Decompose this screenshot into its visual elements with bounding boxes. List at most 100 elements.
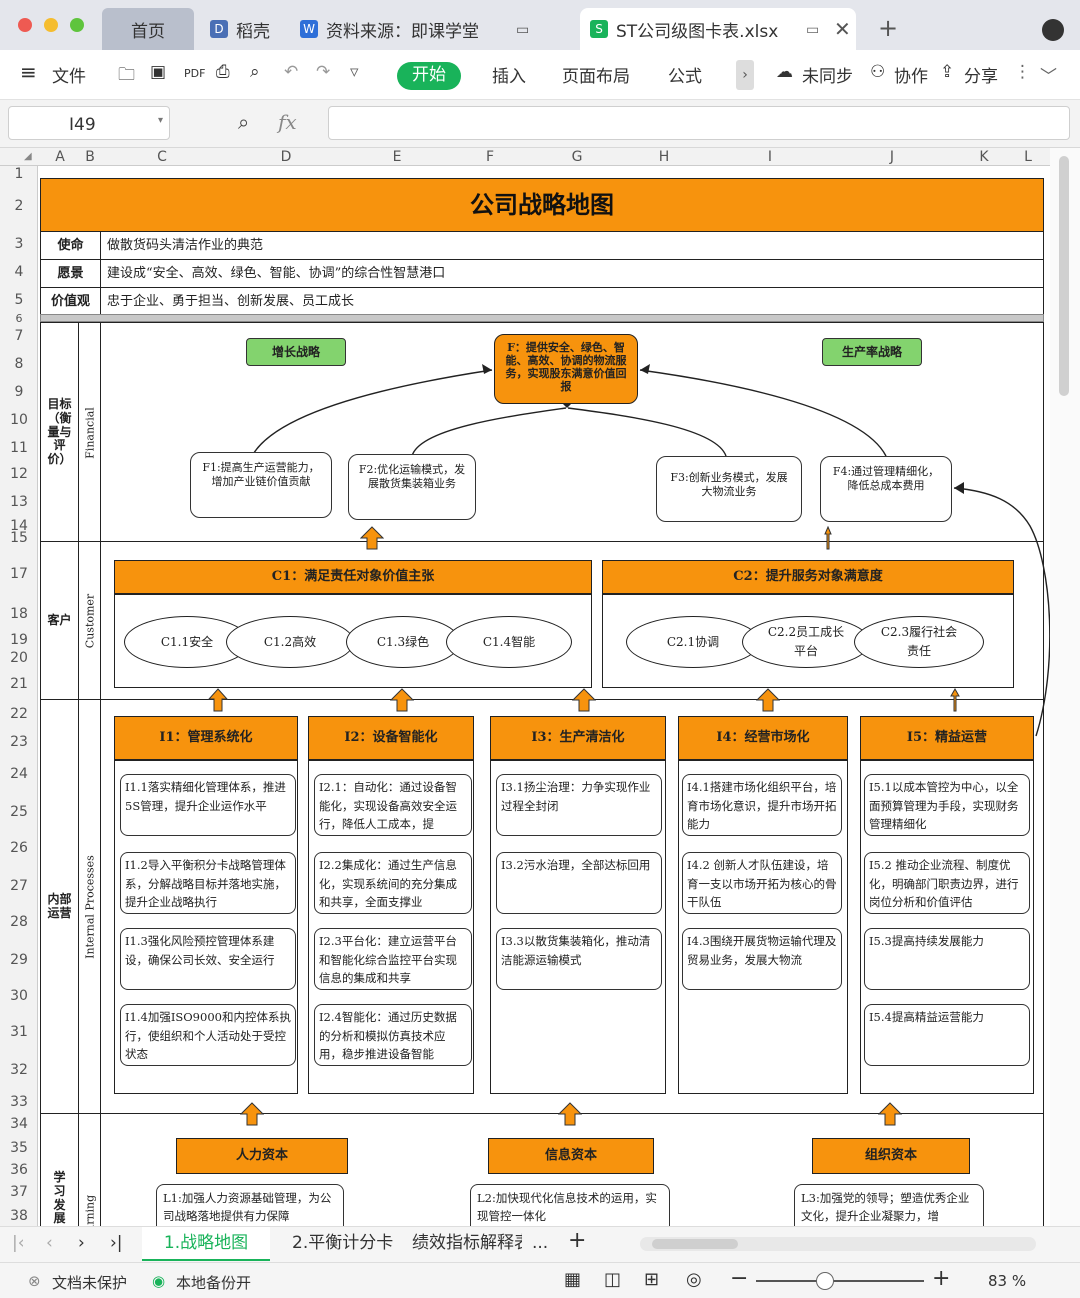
last-sheet-icon[interactable]: ›| bbox=[110, 1233, 123, 1253]
vertical-scrollbar[interactable] bbox=[1050, 148, 1080, 1226]
name-box[interactable]: I49▾ bbox=[8, 106, 170, 140]
row-header[interactable]: 24 bbox=[10, 766, 28, 782]
fx-icon[interactable]: fx bbox=[278, 110, 297, 134]
more-sheets-button[interactable]: ... bbox=[532, 1233, 549, 1253]
row-header[interactable]: 1 bbox=[14, 166, 24, 182]
maximize-window-button[interactable] bbox=[70, 18, 84, 32]
row-header[interactable]: 3 bbox=[14, 236, 24, 252]
row-header[interactable]: 33 bbox=[10, 1094, 28, 1110]
col-i[interactable]: I bbox=[767, 149, 773, 165]
row-header[interactable]: 34 bbox=[10, 1116, 28, 1132]
add-sheet-icon[interactable]: + bbox=[568, 1228, 587, 1253]
row-header[interactable]: 25 bbox=[10, 804, 28, 820]
menu-file[interactable]: 文件 bbox=[52, 67, 86, 87]
row-header[interactable]: 14 bbox=[10, 518, 28, 534]
col-e[interactable]: E bbox=[392, 149, 402, 165]
menu-share[interactable]: 分享 bbox=[964, 67, 998, 87]
eye-protect-icon[interactable]: ◎ bbox=[686, 1269, 702, 1290]
zoom-in-icon[interactable]: + bbox=[932, 1266, 951, 1291]
redo-icon[interactable]: ↷ bbox=[316, 62, 331, 82]
save-icon[interactable]: ▣ bbox=[150, 62, 167, 82]
col-g[interactable]: G bbox=[571, 149, 583, 165]
close-window-button[interactable] bbox=[18, 18, 32, 32]
row-header[interactable]: 8 bbox=[14, 356, 24, 372]
sheet-tab-scorecard[interactable]: 2.平衡计分卡 bbox=[292, 1233, 394, 1253]
col-a[interactable]: A bbox=[55, 149, 65, 165]
row-header[interactable]: 37 bbox=[10, 1184, 28, 1200]
col-c[interactable]: C bbox=[157, 149, 167, 165]
print-icon[interactable]: ⎙ bbox=[216, 62, 230, 82]
row-header[interactable]: 36 bbox=[10, 1162, 28, 1178]
menu-start[interactable]: 开始 bbox=[397, 62, 461, 90]
row-header[interactable]: 28 bbox=[10, 914, 28, 930]
row-header[interactable]: 31 bbox=[10, 1024, 28, 1040]
more-quick-icon[interactable]: ▿ bbox=[350, 62, 359, 82]
monitor-icon[interactable]: ▭ bbox=[516, 22, 530, 38]
sheet-tab-kpi[interactable]: 绩效指标解释表 bbox=[412, 1233, 522, 1253]
row-header[interactable]: 4 bbox=[14, 264, 24, 280]
row-header[interactable]: 11 bbox=[10, 440, 28, 456]
sync-status[interactable]: 未同步 bbox=[802, 67, 853, 87]
open-icon[interactable]: 🗀 bbox=[118, 65, 135, 85]
row-header[interactable]: 23 bbox=[10, 734, 28, 750]
row-header[interactable]: 2 bbox=[14, 198, 24, 214]
col-d[interactable]: D bbox=[280, 149, 292, 165]
row-header[interactable]: 30 bbox=[10, 988, 28, 1004]
menu-page-layout[interactable]: 页面布局 bbox=[562, 67, 630, 87]
minimize-window-button[interactable] bbox=[44, 18, 58, 32]
row-header[interactable]: 26 bbox=[10, 840, 28, 856]
row-header[interactable]: 29 bbox=[10, 952, 28, 968]
sheet-tab-strategy-map[interactable]: 1.战略地图 bbox=[142, 1227, 270, 1261]
row-header[interactable]: 21 bbox=[10, 676, 28, 692]
normal-view-icon[interactable]: ▦ bbox=[564, 1269, 582, 1290]
row-header[interactable]: 13 bbox=[10, 494, 28, 510]
col-h[interactable]: H bbox=[658, 149, 670, 165]
row-header[interactable]: 19 bbox=[10, 632, 28, 648]
zoom-out-icon[interactable]: − bbox=[730, 1266, 749, 1291]
col-b[interactable]: B bbox=[85, 149, 95, 165]
more-icon[interactable]: ⋮ bbox=[1014, 62, 1031, 82]
name-box-dropdown-icon[interactable]: ▾ bbox=[157, 115, 163, 126]
hamburger-icon[interactable]: ≡ bbox=[20, 60, 37, 84]
vertical-scroll-thumb[interactable] bbox=[1059, 156, 1069, 396]
tab-close-icon[interactable]: ✕ bbox=[834, 17, 851, 41]
menu-insert[interactable]: 插入 bbox=[492, 67, 526, 87]
row-header[interactable]: 5 bbox=[14, 292, 24, 308]
first-sheet-icon[interactable]: |‹ bbox=[12, 1233, 25, 1253]
collapse-ribbon-icon[interactable]: ﹀ bbox=[1040, 67, 1057, 87]
doc-protect-status[interactable]: 文档未保护 bbox=[52, 1274, 128, 1292]
prev-sheet-icon[interactable]: ‹ bbox=[46, 1233, 53, 1253]
row-header[interactable]: 6 bbox=[15, 312, 23, 325]
zoom-search-icon[interactable]: ⌕ bbox=[238, 110, 250, 134]
row-header[interactable]: 32 bbox=[10, 1062, 28, 1078]
row-header[interactable]: 18 bbox=[10, 606, 28, 622]
tab-monitor-icon[interactable]: ▭ bbox=[806, 22, 820, 38]
pdf-icon[interactable]: PDF bbox=[184, 67, 206, 80]
split-view-icon[interactable]: ⊞ bbox=[644, 1269, 660, 1290]
zoom-slider-handle[interactable] bbox=[816, 1272, 834, 1290]
zoom-level[interactable]: 83 % bbox=[988, 1272, 1027, 1290]
next-sheet-icon[interactable]: › bbox=[78, 1233, 85, 1253]
col-l[interactable]: L bbox=[1024, 149, 1032, 165]
row-header[interactable]: 7 bbox=[14, 328, 24, 344]
row-header[interactable]: 27 bbox=[10, 878, 28, 894]
col-f[interactable]: F bbox=[485, 149, 495, 165]
row-header[interactable]: 15 bbox=[10, 530, 28, 546]
row-header[interactable]: 17 bbox=[10, 566, 28, 582]
avatar[interactable] bbox=[1042, 19, 1064, 41]
page-view-icon[interactable]: ◫ bbox=[604, 1269, 622, 1290]
row-header[interactable]: 12 bbox=[10, 466, 28, 482]
zoom-slider[interactable] bbox=[756, 1280, 924, 1282]
local-backup-status[interactable]: 本地备份开 bbox=[176, 1274, 252, 1292]
undo-icon[interactable]: ↶ bbox=[284, 62, 299, 82]
tab-home[interactable]: 首页 bbox=[102, 8, 194, 50]
menu-collab[interactable]: 协作 bbox=[894, 67, 928, 87]
row-header[interactable]: 22 bbox=[10, 706, 28, 722]
row-header[interactable]: 38 bbox=[10, 1208, 28, 1224]
row-header[interactable]: 10 bbox=[10, 412, 28, 428]
preview-icon[interactable]: ⌕ bbox=[250, 62, 260, 82]
new-tab-icon[interactable]: + bbox=[878, 14, 899, 42]
